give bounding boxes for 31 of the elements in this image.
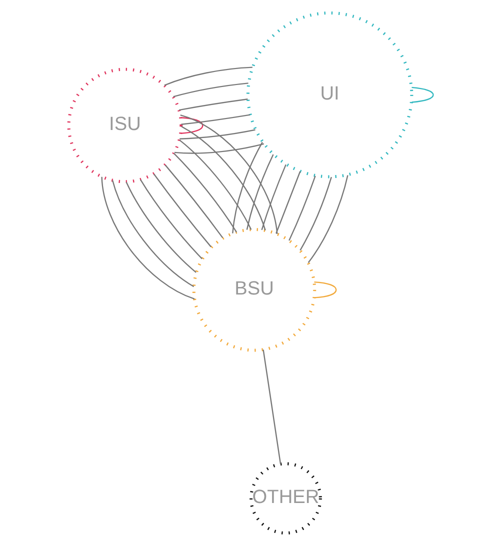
node-circle: UI [246,11,413,178]
connector [125,182,196,273]
connector [140,179,202,260]
node-circle: ISU [66,68,182,184]
connector [260,164,286,230]
node-circle: OTHER [249,462,322,535]
connector [152,174,211,248]
connector [288,176,316,241]
connector [164,164,223,238]
connector [164,66,252,86]
connector [180,114,250,125]
connector [180,114,278,234]
connector [173,152,237,232]
connector [275,171,300,234]
connector [307,175,348,264]
connector [314,281,336,298]
connector [179,129,255,140]
connector [112,180,194,288]
connector [100,176,194,300]
connector [174,143,264,154]
connector [178,140,252,230]
connector [262,350,281,464]
connector [299,176,332,251]
connector [180,117,203,134]
connector [172,82,248,98]
connector [178,98,248,111]
connector [246,154,274,230]
node-circle: BSU [192,228,316,352]
connector [232,142,262,234]
connector [180,126,266,231]
connector [411,86,434,103]
